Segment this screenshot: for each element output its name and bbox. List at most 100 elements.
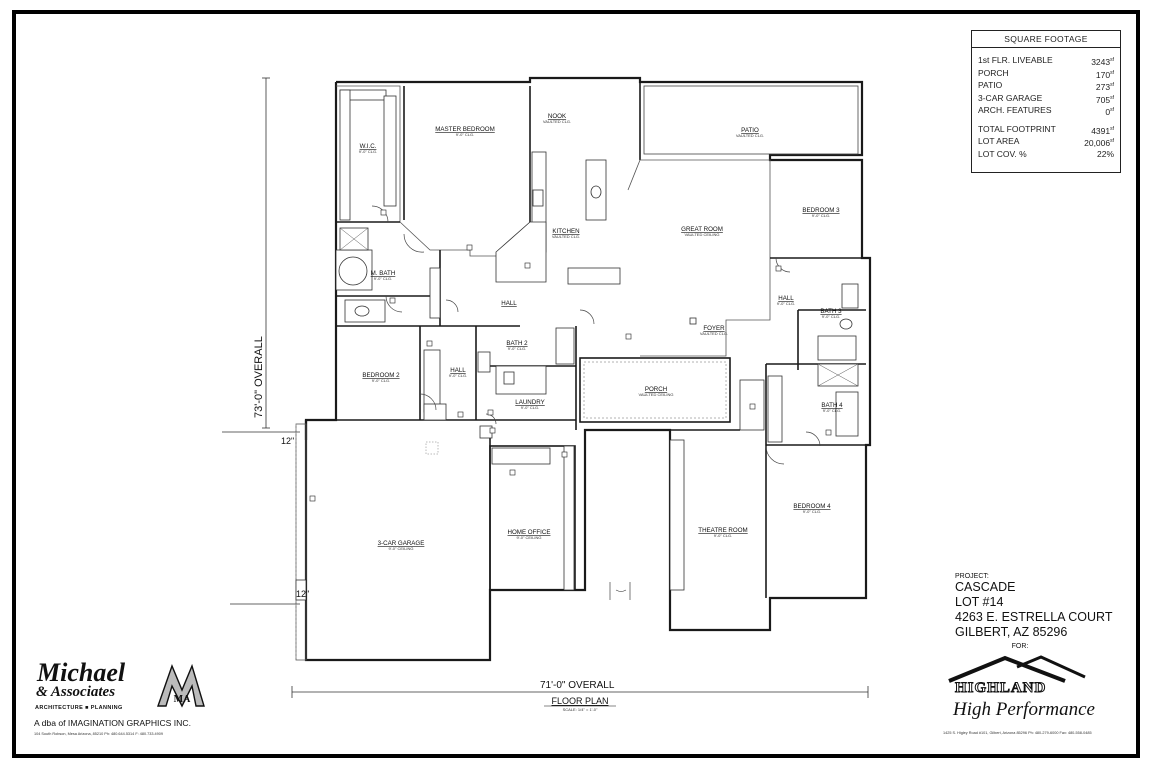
room-name: BEDROOM 4 xyxy=(793,503,831,510)
room-name: HOME OFFICE xyxy=(508,529,551,536)
project-lot: LOT #14 xyxy=(955,595,1004,609)
sqft-label: PATIO xyxy=(978,80,1003,90)
room-ceiling: 9'-0" CLG. xyxy=(803,509,821,514)
sqft-label: 3-CAR GARAGE xyxy=(978,92,1043,103)
overall-width-label: 71'-0" OVERALL xyxy=(540,680,615,691)
room-ceiling: VAULTED CEILING xyxy=(639,392,674,397)
sqft-value: 20,006 xyxy=(1084,137,1111,148)
sqft-row-arch-features: ARCH. FEATURES 0sf xyxy=(972,104,1120,117)
room-ceiling: 9'-0" CEILING xyxy=(388,546,413,551)
room-ceiling: 9'-0" CLG. xyxy=(822,314,840,319)
room-name: THEATRE ROOM xyxy=(698,527,747,534)
sqft-label: TOTAL FOOTPRINT xyxy=(978,123,1056,134)
project-street: 4263 E. ESTRELLA COURT xyxy=(955,610,1113,624)
room-ceiling: 9'-0" CLG. xyxy=(777,301,795,306)
room-name: LAUNDRY xyxy=(515,399,544,406)
sqft-row-total-footprint: TOTAL FOOTPRINT 4391sf xyxy=(972,123,1120,136)
sqft-row-garage: 3-CAR GARAGE 705sf xyxy=(972,92,1120,105)
architect-associates: & Associates xyxy=(36,684,116,700)
room-name: HALL xyxy=(450,367,466,374)
room-ceiling: 9'-0" CLG. xyxy=(449,373,467,378)
offset-top-label: 12" xyxy=(281,436,294,446)
room-name: HALL xyxy=(501,300,517,307)
monogram-text: MA xyxy=(174,694,191,705)
room-ceiling: 9'-0" CLG. xyxy=(812,213,830,218)
roofline-icon xyxy=(948,655,1086,683)
architect-contact: 104 South Robson, Mesa Arizona, 85210 Ph… xyxy=(34,732,163,736)
room-name: 3-CAR GARAGE xyxy=(378,540,425,547)
architect-discipline: ARCHITECTURE ■ PLANNING xyxy=(35,705,123,711)
room-ceiling: 9'-0" CLG. xyxy=(521,405,539,410)
builder-brand: HIGHLAND xyxy=(954,680,1047,697)
sqft-value: 4391 xyxy=(1091,125,1111,136)
room-ceiling: 9'-0" CLG. xyxy=(823,408,841,413)
room-name: BATH 2 xyxy=(506,340,528,347)
room-ceiling: 9'-0" CLG. xyxy=(456,132,474,137)
drawing-scale: SCALE: 1/4" = 1'-0" xyxy=(563,707,598,712)
architect-dba: A dba of IMAGINATION GRAPHICS INC. xyxy=(34,718,191,728)
room-ceiling: VAULTED CEILING xyxy=(685,232,720,237)
monogram-icon: MA xyxy=(157,663,205,708)
room-name: GREAT ROOM xyxy=(681,226,723,233)
fixtures xyxy=(295,89,859,601)
room-name: BATH 4 xyxy=(821,402,843,409)
sqft-unit: sf xyxy=(1110,107,1114,113)
sqft-unit: sf xyxy=(1110,82,1114,88)
room-name: W.I.C. xyxy=(360,143,377,150)
architect-name: Michael xyxy=(37,658,126,687)
room-name: M. BATH xyxy=(371,270,396,277)
square-footage-title: SQUARE FOOTAGE xyxy=(972,31,1120,48)
sqft-label: ARCH. FEATURES xyxy=(978,105,1052,115)
room-ceiling: 9'-0" CLG. xyxy=(508,346,526,351)
drawing-title: FLOOR PLAN xyxy=(551,696,608,706)
room-name: MASTER BEDROOM xyxy=(435,126,494,133)
project-label: PROJECT: xyxy=(955,573,989,580)
sqft-value: 170 xyxy=(1095,69,1111,80)
room-ceiling: VAULTED CLG. xyxy=(736,133,764,138)
builder-address: 1425 S. Higley Road #101, Gilbert, Arizo… xyxy=(943,731,1092,735)
room-ceiling: 9'-0" CEILING xyxy=(516,535,541,540)
sqft-row-porch: PORCH 170sf xyxy=(972,67,1120,80)
architect-logo: MA Michael & Associates ARCHITECTURE ■ P… xyxy=(30,658,220,745)
room-ceiling: 9'-0" CLG. xyxy=(714,533,732,538)
sqft-row-lot-area: LOT AREA 20,006sf xyxy=(972,135,1120,148)
room-name: BEDROOM 2 xyxy=(362,372,400,379)
drawing-annotations: 73'-0" OVERALL 71'-0" OVERALL 12" 12" FL… xyxy=(253,336,616,712)
room-name: BATH 3 xyxy=(820,308,842,315)
builder-tagline: High Performance xyxy=(953,699,1095,720)
sqft-label: LOT AREA xyxy=(978,136,1020,146)
project-info: PROJECT: CASCADE LOT #14 4263 E. ESTRELL… xyxy=(955,573,1135,650)
room-name: FOYER xyxy=(703,325,725,332)
exterior-walls xyxy=(295,76,872,662)
room-ceiling: 9'-0" CLG. xyxy=(359,149,377,154)
sqft-value: 705 xyxy=(1095,94,1111,105)
project-name: CASCADE xyxy=(955,580,1016,594)
room-name: NOOK xyxy=(548,113,567,120)
sqft-label: LOT COV. % xyxy=(978,148,1027,159)
sqft-unit: sf xyxy=(1110,125,1114,132)
offset-bottom-label: 12" xyxy=(296,589,309,599)
room-name: PATIO xyxy=(741,127,759,134)
sqft-label: PORCH xyxy=(978,67,1009,78)
room-ceiling: VAULTED CLG. xyxy=(700,331,728,336)
sqft-value: 3243 xyxy=(1091,56,1111,67)
room-name: HALL xyxy=(778,295,794,302)
sqft-unit: sf xyxy=(1110,57,1114,63)
overall-depth-label: 73'-0" OVERALL xyxy=(253,336,265,418)
builder-logo: HIGHLAND High Performance 1425 S. Higley… xyxy=(935,655,1135,735)
sqft-unit: sf xyxy=(1110,94,1114,101)
room-ceiling: VAULTED CLG. xyxy=(552,234,580,239)
window-tags xyxy=(309,209,832,502)
sqft-unit: sf xyxy=(1110,138,1114,144)
patio-outline xyxy=(425,85,859,455)
sqft-unit: sf xyxy=(1110,69,1114,76)
room-ceiling: 9'-0" CLG. xyxy=(372,378,390,383)
room-ceiling: 9'-0" CLG. xyxy=(374,276,392,281)
sqft-row-lot-coverage: LOT COV. %22% xyxy=(972,148,1120,161)
room-name: BEDROOM 3 xyxy=(802,207,840,214)
sqft-value: 0 xyxy=(1105,106,1111,117)
overall-dimensions xyxy=(222,77,869,698)
